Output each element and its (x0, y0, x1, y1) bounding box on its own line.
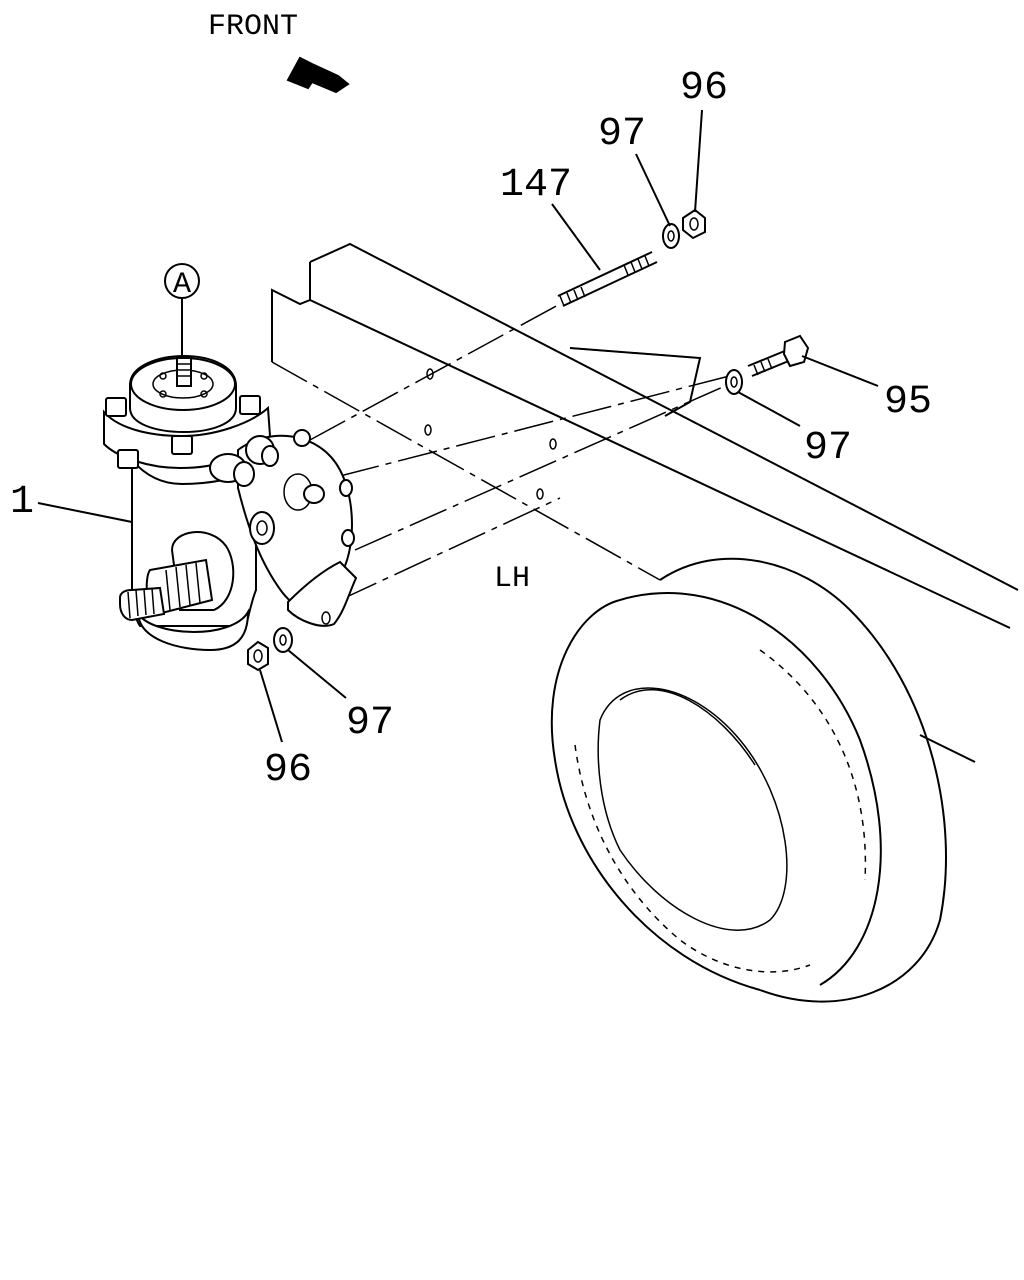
washer-right (725, 369, 743, 395)
steering-gear-box (103, 354, 358, 652)
front-arrow-icon (286, 56, 350, 94)
washer-bottom (273, 627, 293, 653)
callout-95: 95 (884, 380, 932, 425)
callout-96-top: 96 (680, 66, 728, 111)
leader-lines (37, 109, 879, 743)
tire (550, 557, 947, 1003)
bolt-95 (747, 334, 810, 377)
view-marker-label: A (173, 268, 191, 302)
front-label: FRONT (208, 10, 298, 44)
callout-1: 1 (10, 480, 34, 525)
centre-lines (309, 303, 746, 601)
washer-top (662, 223, 680, 249)
callout-147: 147 (500, 163, 572, 208)
callout-97-top: 97 (598, 112, 646, 157)
nut-top (682, 208, 706, 240)
frame-rail (271, 242, 1019, 763)
side-label: LH (494, 562, 530, 596)
callout-97-bottom: 97 (346, 701, 394, 746)
stud-147 (557, 251, 658, 307)
callout-96-bottom: 96 (264, 748, 312, 793)
callout-97-right: 97 (804, 426, 852, 471)
nut-bottom (247, 640, 269, 672)
view-marker-a (164, 263, 200, 358)
